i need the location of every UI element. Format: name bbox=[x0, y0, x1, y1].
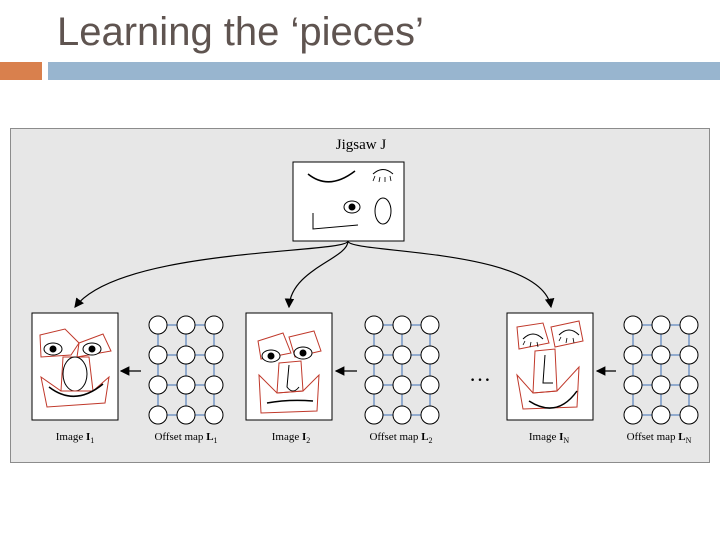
caption-image-n: Image IN bbox=[528, 431, 570, 446]
slide-title: Learning the ‘pieces’ bbox=[57, 10, 424, 54]
caption-image-1: Image I1 bbox=[55, 431, 95, 446]
jigsaw-figure: … Jigsaw J Image I1 Offset map L1 Image … bbox=[10, 128, 710, 463]
image-2-face bbox=[245, 312, 333, 421]
arrow-jigsaw-to-imageN bbox=[347, 240, 555, 309]
image-1-face bbox=[31, 312, 119, 421]
offset-map-1 bbox=[148, 315, 224, 425]
jigsaw-label: Jigsaw J bbox=[335, 137, 387, 153]
offset-map-n bbox=[623, 315, 699, 425]
ellipsis: … bbox=[469, 361, 491, 386]
figure-drawing: … bbox=[31, 161, 699, 425]
title-accent-bar-blue bbox=[48, 62, 720, 80]
title-accent-bar-orange bbox=[0, 62, 42, 80]
caption-image-2: Image I2 bbox=[271, 431, 311, 446]
image-n-face bbox=[506, 312, 594, 421]
caption-offset-map-1: Offset map L1 bbox=[154, 431, 218, 446]
jigsaw-box bbox=[292, 161, 405, 242]
offset-map-2 bbox=[364, 315, 440, 425]
caption-offset-map-n: Offset map LN bbox=[626, 431, 692, 446]
caption-offset-map-2: Offset map L2 bbox=[369, 431, 433, 446]
arrow-jigsaw-to-image1 bbox=[74, 240, 349, 308]
arrow-jigsaw-to-image2 bbox=[284, 240, 349, 309]
